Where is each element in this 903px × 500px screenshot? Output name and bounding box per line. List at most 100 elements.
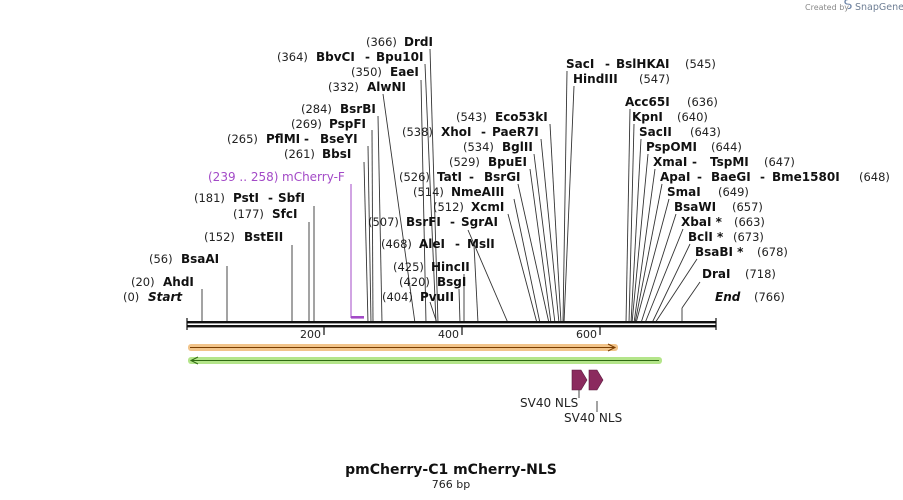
site-position: (152) bbox=[204, 230, 235, 244]
feature-sv40-nls-2[interactable]: SV40 NLS bbox=[564, 369, 622, 425]
svg-text:-: - bbox=[469, 170, 474, 184]
site-drai[interactable]: DraI (718) bbox=[702, 267, 776, 281]
enzyme-name: KpnI bbox=[632, 110, 663, 124]
site-ahdi[interactable]: (20) AhdI bbox=[131, 275, 194, 289]
enzyme-name: BbvCI bbox=[316, 50, 355, 64]
enzyme-name: MslI bbox=[467, 237, 495, 251]
site-eaei[interactable]: (350) EaeI bbox=[351, 65, 419, 79]
site-position: (636) bbox=[687, 95, 718, 109]
site-hindiii[interactable]: HindIII (547) bbox=[573, 72, 670, 86]
enzyme-name: XcmI bbox=[471, 200, 504, 214]
enzyme-name: PflMI bbox=[266, 132, 300, 146]
site-position: (673) bbox=[733, 230, 764, 244]
enzyme-name: Bme1580I bbox=[772, 170, 840, 184]
enzyme-name: SbfI bbox=[278, 191, 305, 205]
site-position: (420) bbox=[399, 275, 430, 289]
site-kpni[interactable]: KpnI (640) bbox=[632, 110, 708, 124]
feature-label: SV40 NLS bbox=[564, 411, 622, 425]
site-acc65i[interactable]: Acc65I (636) bbox=[625, 95, 718, 109]
site-bsawi[interactable]: BsaWI (657) bbox=[674, 200, 763, 214]
site-position: (657) bbox=[732, 200, 763, 214]
enzyme-name: AleI bbox=[419, 237, 445, 251]
enzyme-name: SacII bbox=[639, 125, 672, 139]
enzyme-name: SfcI bbox=[272, 207, 297, 221]
site-bbvci-bpu10i[interactable]: (364) BbvCI - Bpu10I bbox=[277, 50, 423, 64]
enzyme-name: ApaI bbox=[660, 170, 690, 184]
site-pspomi[interactable]: PspOMI (644) bbox=[646, 140, 742, 154]
enzyme-name: EaeI bbox=[390, 65, 419, 79]
orf-forward[interactable] bbox=[188, 343, 618, 352]
enzyme-name: BslHKAI bbox=[616, 57, 670, 71]
site-eco53ki[interactable]: (543) Eco53kI bbox=[456, 110, 548, 124]
site-position: (529) bbox=[449, 155, 480, 169]
site-bcli[interactable]: BclI * (673) bbox=[688, 230, 764, 244]
site-psti-sbfi[interactable]: (181) PstI - SbfI bbox=[194, 191, 305, 205]
svg-text:-: - bbox=[760, 170, 765, 184]
orf-reverse[interactable] bbox=[188, 356, 662, 365]
site-position: (468) bbox=[381, 237, 412, 251]
site-bsrbi[interactable]: (284) BsrBI bbox=[301, 102, 376, 116]
feature-sv40-nls-1[interactable]: SV40 NLS bbox=[520, 369, 588, 410]
svg-text:-: - bbox=[697, 170, 702, 184]
sequence-length: 766 bp bbox=[432, 478, 470, 491]
svg-text:-: - bbox=[455, 237, 460, 251]
site-sacii[interactable]: SacII (643) bbox=[639, 125, 721, 139]
svg-text:-: - bbox=[304, 132, 309, 146]
site-position: (425) bbox=[393, 260, 424, 274]
site-position: (20) bbox=[131, 275, 155, 289]
site-apai-baegi-bme1580i[interactable]: ApaI - BaeGI - Bme1580I (648) bbox=[660, 170, 890, 184]
site-smai[interactable]: SmaI (649) bbox=[667, 185, 749, 199]
enzyme-name: BaeGI bbox=[711, 170, 751, 184]
end-label: End bbox=[715, 290, 741, 304]
site-tati-bsrgi[interactable]: (526) TatI - BsrGI bbox=[399, 170, 521, 184]
start-label: Start bbox=[148, 290, 183, 304]
credit-prefix: Created by bbox=[805, 3, 849, 12]
enzyme-name: PspOMI bbox=[646, 140, 697, 154]
site-pspfi[interactable]: (269) PspFI bbox=[291, 117, 366, 131]
site-xmai-tspmi[interactable]: XmaI - TspMI (647) bbox=[653, 155, 795, 169]
enzyme-name: AlwNI bbox=[367, 80, 406, 94]
end-position: (766) bbox=[754, 290, 785, 304]
enzyme-name: BsrBI bbox=[340, 102, 376, 116]
site-position: (404) bbox=[382, 290, 413, 304]
site-sfci[interactable]: (177) SfcI bbox=[233, 207, 297, 221]
enzyme-name: SgrAI bbox=[461, 215, 498, 229]
start-position: (0) bbox=[123, 290, 139, 304]
site-bpuei[interactable]: (529) BpuEI bbox=[449, 155, 527, 169]
site-position: (649) bbox=[718, 185, 749, 199]
site-bsteii[interactable]: (152) BstEII bbox=[204, 230, 283, 244]
site-saci-bslhkai[interactable]: SacI - BslHKAI (545) bbox=[566, 57, 716, 71]
site-position: (350) bbox=[351, 65, 382, 79]
enzyme-name: XbaI * bbox=[681, 215, 723, 229]
site-xcmi[interactable]: (512) XcmI bbox=[433, 200, 504, 214]
site-bglii[interactable]: (534) BglII bbox=[463, 140, 533, 154]
enzyme-name: XhoI bbox=[441, 125, 472, 139]
enzyme-name: BsrFI bbox=[406, 215, 441, 229]
site-alwni[interactable]: (332) AlwNI bbox=[328, 80, 406, 94]
primer-mcherry-f[interactable]: (239 .. 258) mCherry-F bbox=[208, 170, 364, 319]
enzyme-name: Acc65I bbox=[625, 95, 670, 109]
site-pflmi-bseyi[interactable]: (265) PflMI - BseYI bbox=[227, 132, 358, 146]
enzyme-name: BstEII bbox=[244, 230, 283, 244]
site-nmeaiii[interactable]: (514) NmeAIII bbox=[413, 185, 504, 199]
enzyme-name: HindIII bbox=[573, 72, 618, 86]
site-drdi[interactable]: (366) DrdI bbox=[366, 35, 433, 49]
site-xhoi-paer7i[interactable]: (538) XhoI - PaeR7I bbox=[402, 125, 539, 139]
site-leader-lines bbox=[201, 48, 701, 324]
site-pvuii[interactable]: (404) PvuII bbox=[382, 290, 454, 304]
enzyme-name: DraI bbox=[702, 267, 730, 281]
site-bsgi[interactable]: (420) BsgI bbox=[399, 275, 466, 289]
svg-text:-: - bbox=[450, 215, 455, 229]
site-bsrfi-sgrai[interactable]: (507) BsrFI - SgrAI bbox=[368, 215, 498, 229]
site-bsaai[interactable]: (56) BsaAI bbox=[149, 252, 219, 266]
svg-text:-: - bbox=[605, 57, 610, 71]
site-bbsi[interactable]: (261) BbsI bbox=[284, 147, 351, 161]
primer-position: (239 .. 258) bbox=[208, 170, 278, 184]
site-xbai[interactable]: XbaI * (663) bbox=[681, 215, 765, 229]
site-alei-msli[interactable]: (468) AleI - MslI bbox=[381, 237, 495, 251]
site-position: (181) bbox=[194, 191, 225, 205]
site-bsabi[interactable]: BsaBI * (678) bbox=[695, 245, 788, 259]
site-hincii[interactable]: (425) HincII bbox=[393, 260, 470, 274]
svg-text:-: - bbox=[365, 50, 370, 64]
enzyme-name: BclI * bbox=[688, 230, 724, 244]
